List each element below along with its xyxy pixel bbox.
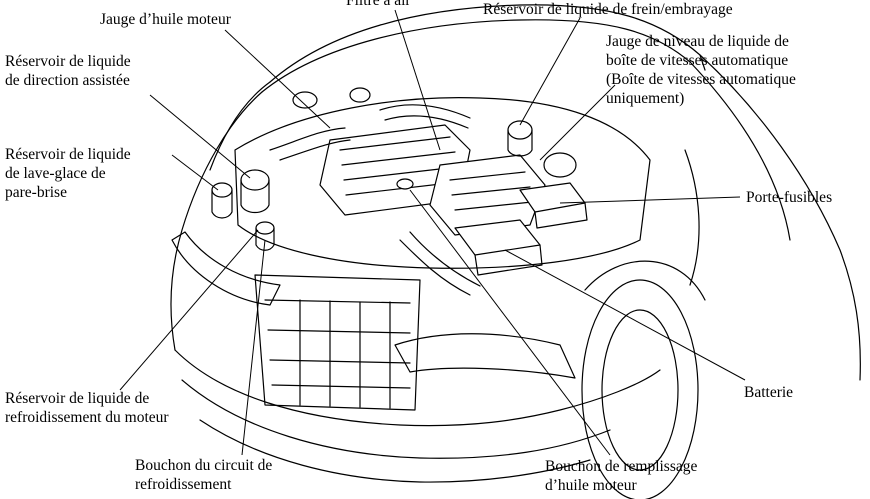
label-fuse-box: Porte-fusibles: [746, 189, 833, 206]
label-oil-dipstick: Jauge d’huile moteur: [100, 11, 231, 28]
label-washer: Réservoir de liquide de lave-glace de pa…: [5, 146, 131, 201]
leader-washer: [171, 154, 219, 191]
leader-atf-dipstick: [539, 84, 616, 161]
leader-power-steering: [149, 94, 251, 179]
label-atf-dipstick: Jauge de niveau de liquide de boîte de v…: [606, 33, 796, 107]
leader-air-filter: [394, 9, 441, 151]
label-power-steering: Réservoir de liquide de direction assist…: [5, 53, 131, 89]
leader-oil-filler: [409, 189, 611, 456]
leader-battery: [504, 249, 746, 381]
label-oil-filler: Bouchon de remplissage d’huile moteur: [545, 458, 698, 494]
leader-radiator-cap: [241, 239, 266, 456]
label-air-filter: Filtre à air: [346, 0, 411, 9]
leader-coolant-reservoir: [119, 229, 259, 391]
label-radiator-cap: Bouchon du circuit de refroidissement: [135, 457, 273, 493]
label-coolant-reservoir: Réservoir de liquide de refroidissement …: [5, 390, 169, 426]
label-brake-reservoir: Réservoir de liquide de frein/embrayage: [483, 1, 733, 18]
leader-fuse-box: [559, 196, 741, 204]
leader-oil-dipstick: [224, 29, 331, 129]
label-battery: Batterie: [744, 384, 794, 401]
leader-brake-reservoir: [519, 17, 581, 126]
